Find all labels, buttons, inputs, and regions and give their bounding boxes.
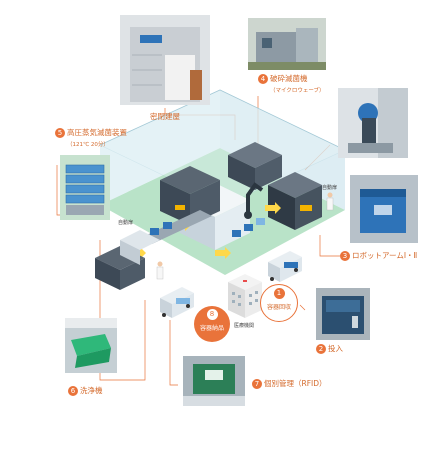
crusher-sterilizer-photo [248,18,326,70]
step-number-7: 7 [252,379,262,389]
auto-door-label-left: 自動扉 [118,220,134,226]
container-delivery-title: 容器納品 [199,325,224,332]
container-collection-badge: 1 容器回収 [260,284,298,322]
input-title: 投入 [328,344,343,353]
step-number-1: 1 [273,288,285,299]
autoclave-sub: （121℃ 20分） [67,142,109,148]
autoclave-photo [60,155,110,220]
autoclave-title: 高圧蒸気滅菌装置 [67,128,127,137]
step-number-2: 2 [316,344,326,354]
step-number-4: 4 [258,74,268,84]
step-number-3: 3 [340,251,350,261]
sealed-building-photo [120,15,210,105]
step-number-5: 5 [55,128,65,138]
input-photo [316,288,370,340]
rfid-photo [183,356,245,406]
robot-arm-photo [338,88,408,158]
medical-institution-label: 医療機関 [234,323,255,329]
rfid-title: 個別管理（RFID） [264,379,327,388]
sealed-building-label: 密閉建屋 [150,112,180,121]
robot-arm-title: ロボットアームⅠ・Ⅱ [352,251,418,260]
crusher-title: 破砕滅菌機 [270,74,308,83]
robot-crate-photo [350,175,418,243]
container-delivery-badge: 8 容器納品 [194,306,230,342]
step-number-6: 6 [68,386,78,396]
step-number-8: 8 [206,309,218,320]
crusher-sub: （マイクロウェーブ） [270,88,325,94]
container-collection-title: 容器回収 [266,304,291,311]
washer-title: 洗浄機 [80,386,103,395]
auto-door-label-right: 自動扉 [322,185,338,191]
washer-photo [65,318,117,373]
